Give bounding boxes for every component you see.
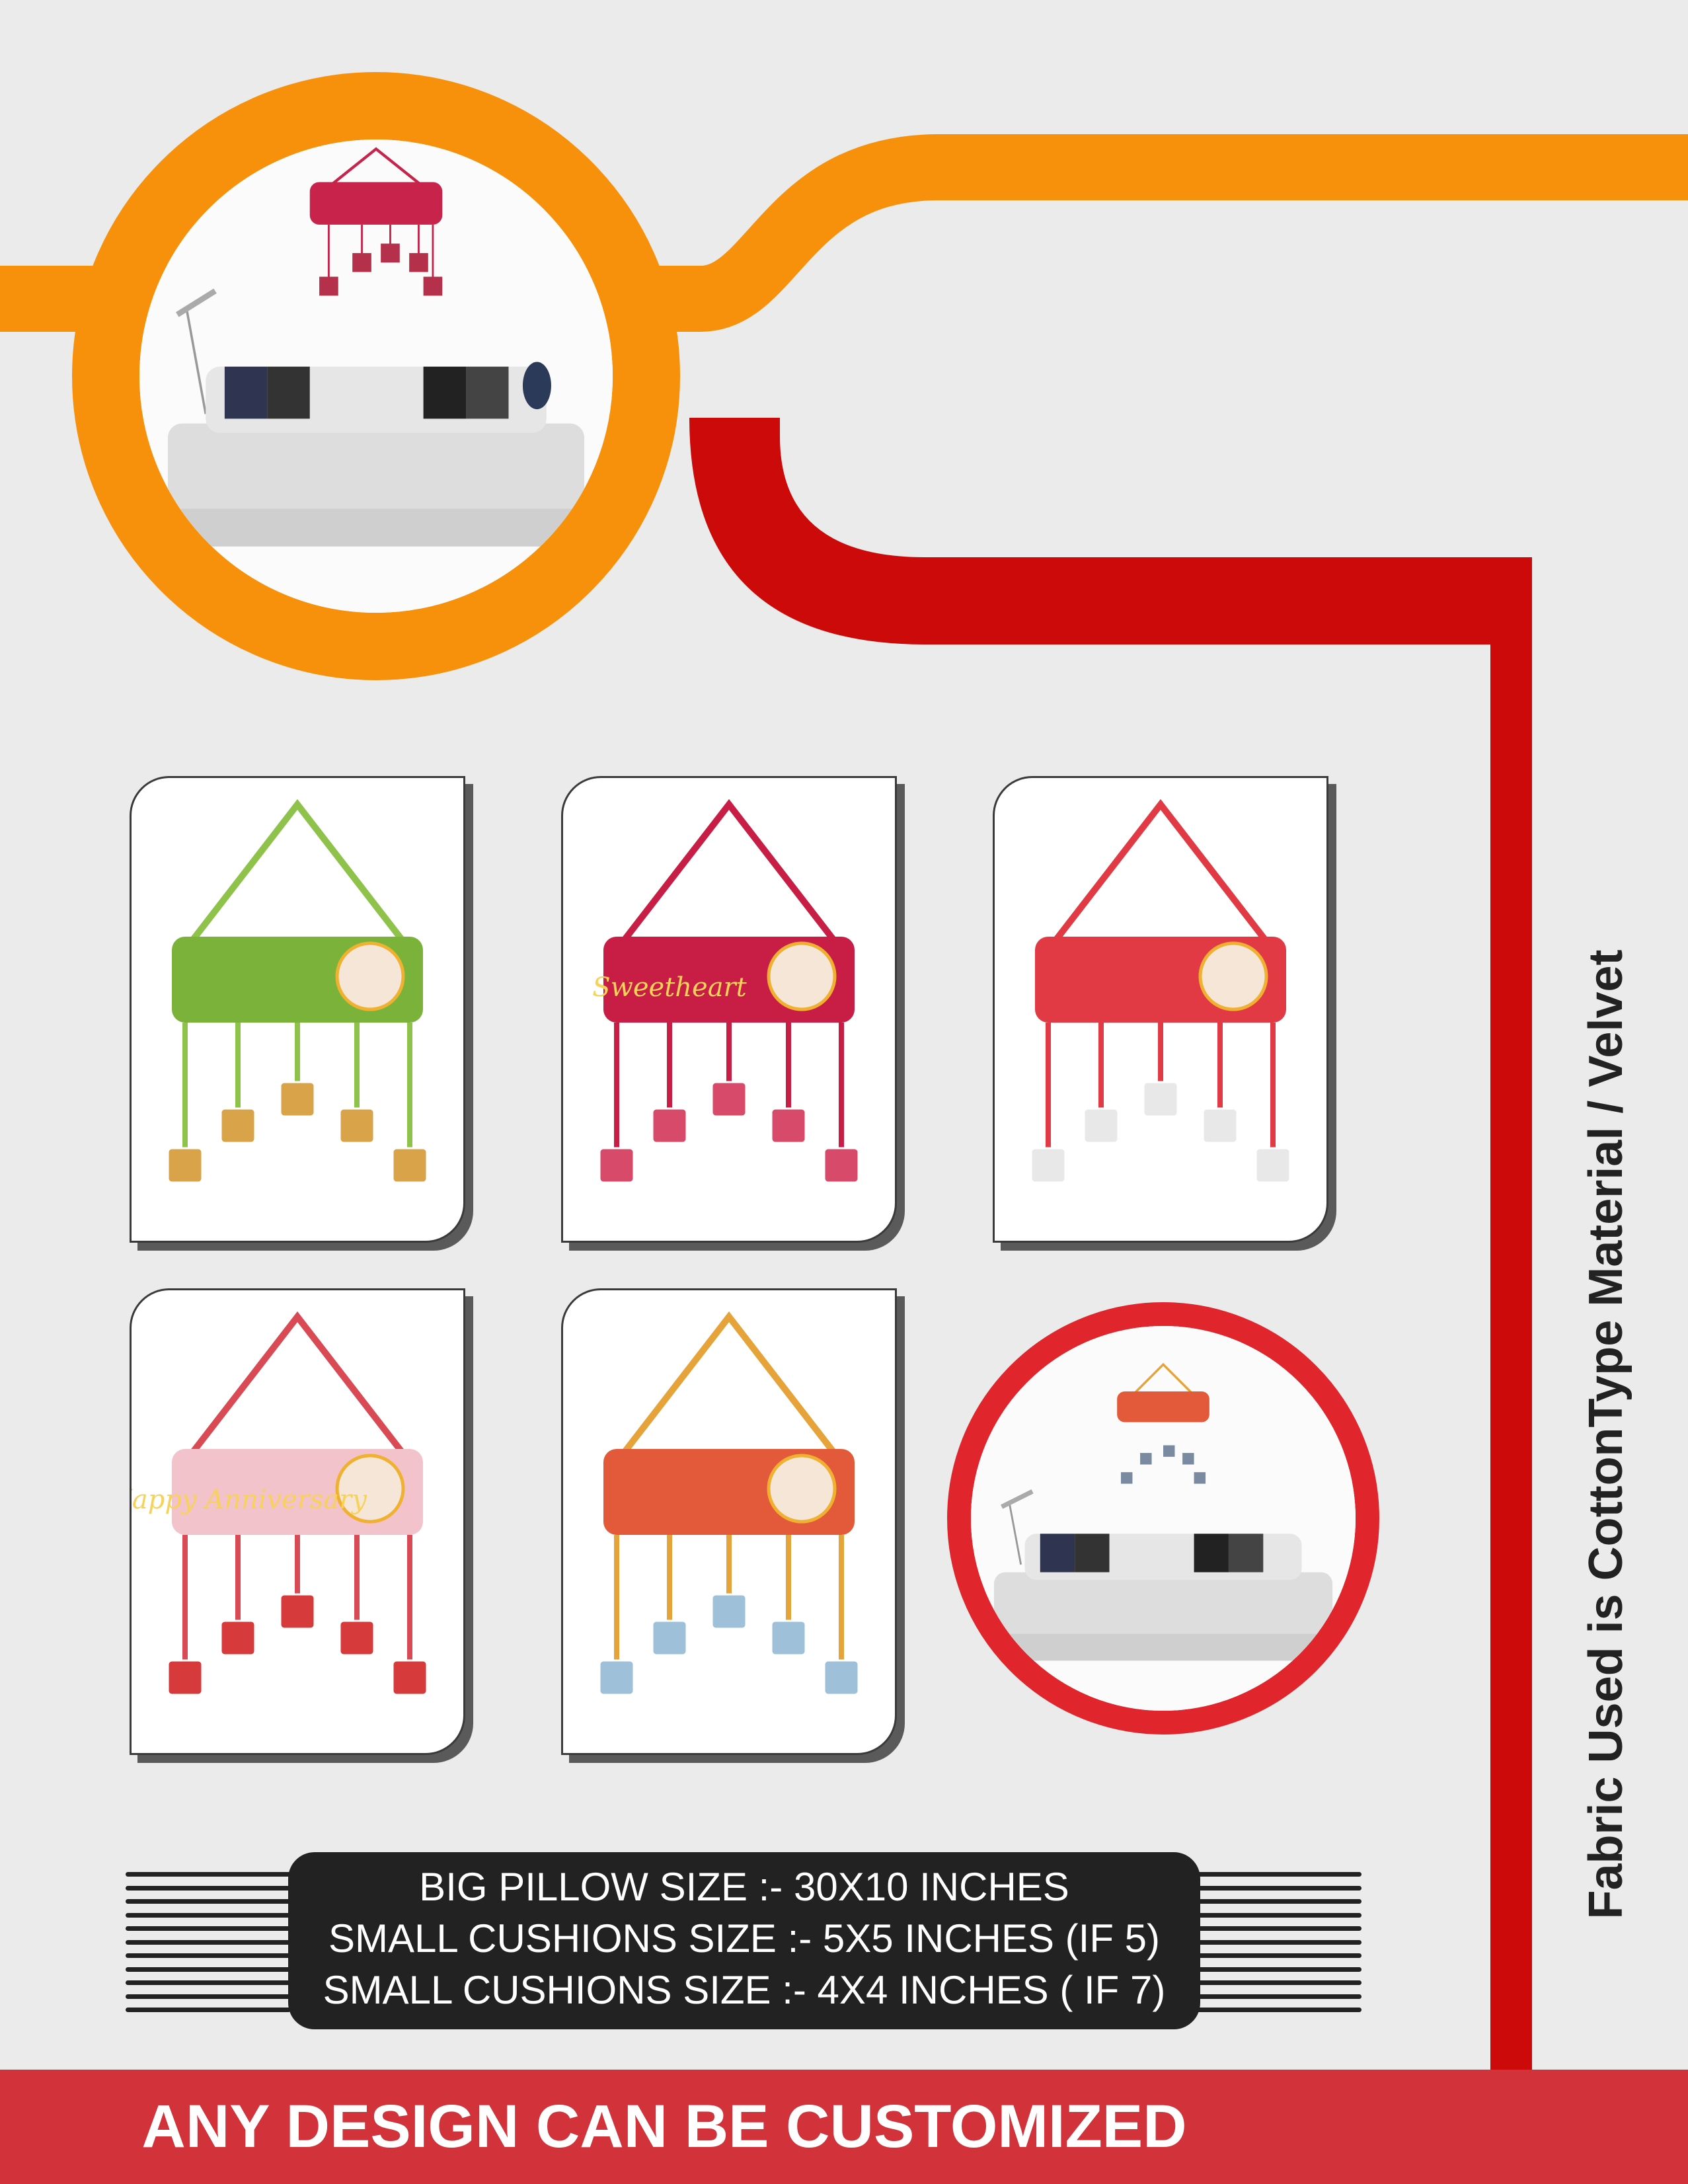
stripes-left [126, 1872, 291, 2021]
small-cushion [219, 1619, 256, 1657]
room-scene [139, 139, 613, 613]
room-photo-orange [139, 139, 613, 613]
photo-frame [767, 1454, 837, 1524]
photo-frame [1198, 941, 1268, 1011]
fabric-note: Fabric Used is CottonType Material / Vel… [1580, 949, 1632, 1920]
small-cushion [279, 1593, 316, 1630]
small-cushion [823, 1659, 860, 1696]
pillow-lettering: Happy Anniversary [132, 1485, 367, 1515]
pillow-lettering: Sweetheart [592, 972, 747, 1003]
product-image: Happy Anniversary [132, 1311, 428, 1696]
product-image: Sweetheart [592, 799, 860, 1184]
hanging-strap [614, 799, 844, 953]
product-card[interactable]: Happy Anniversary [130, 1288, 465, 1755]
small-cushion [391, 1659, 428, 1696]
small-cushion [710, 1081, 748, 1118]
small-cushion [338, 1107, 375, 1144]
product-card[interactable] [993, 776, 1328, 1243]
small-cushion [1142, 1081, 1179, 1118]
small-cushion [651, 1107, 688, 1144]
product-image [167, 799, 428, 1184]
hanging-strap [182, 1311, 412, 1465]
small-cushion [338, 1619, 375, 1657]
product-card[interactable] [561, 1288, 897, 1755]
photo-frame [335, 941, 405, 1011]
red-ring [947, 1302, 1379, 1735]
small-cushion [167, 1147, 204, 1184]
hanging-strap [182, 799, 412, 953]
small-cushion [219, 1107, 256, 1144]
small-cushion [770, 1107, 807, 1144]
small-cushion [1030, 1147, 1067, 1184]
orange-ring [72, 72, 680, 680]
room-scene [971, 1326, 1356, 1711]
photo-frame [335, 1454, 405, 1524]
size-info-box: BIG PILLOW SIZE :- 30X10 INCHES SMALL CU… [288, 1852, 1200, 2029]
product-image [598, 1311, 860, 1696]
small-cushion [279, 1081, 316, 1118]
hanging-strap [614, 1311, 844, 1465]
small-cushion [1202, 1107, 1239, 1144]
small-cushion [598, 1659, 635, 1696]
small-cushion [598, 1147, 635, 1184]
product-image [1030, 799, 1291, 1184]
small-cushion [391, 1147, 428, 1184]
stripes-right [1196, 1872, 1362, 2021]
small-cushion [651, 1619, 688, 1657]
size-line: BIG PILLOW SIZE :- 30X10 INCHES [419, 1865, 1069, 1909]
small-cushion [770, 1619, 807, 1657]
small-cushion [167, 1659, 204, 1696]
red-band [689, 418, 1532, 2072]
size-line: SMALL CUSHIONS SIZE :- 5X5 INCHES (IF 5) [328, 1916, 1161, 1961]
small-cushion [823, 1147, 860, 1184]
product-card[interactable]: Sweetheart [561, 776, 897, 1243]
photo-frame [767, 941, 837, 1011]
banner-text: ANY DESIGN CAN BE CUSTOMIZED [141, 2093, 1187, 2160]
hanging-strap [1046, 799, 1276, 953]
orange-band [0, 134, 1688, 332]
room-photo-red [971, 1326, 1356, 1711]
small-cushion [1083, 1107, 1120, 1144]
bottom-banner [0, 2070, 1688, 2184]
small-cushion [710, 1593, 748, 1630]
size-line: SMALL CUSHIONS SIZE :- 4X4 INCHES ( IF 7… [323, 1968, 1166, 2012]
product-card[interactable] [130, 776, 465, 1243]
small-cushion [1254, 1147, 1291, 1184]
